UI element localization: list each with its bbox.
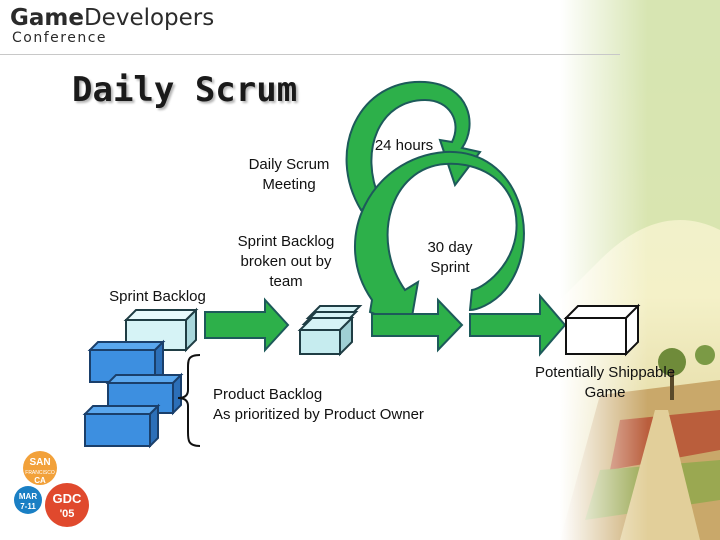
badge-mar: MAR [19, 492, 37, 501]
label-24-hours: 24 hours [374, 137, 434, 154]
gdc05-badge [14, 451, 89, 527]
broken-out-stack [297, 305, 363, 357]
label-line: Potentially Shippable [534, 364, 676, 381]
label-line: Product Backlog [213, 386, 323, 403]
sprint-cycle-arrow [354, 150, 525, 330]
shippable-box [563, 303, 641, 357]
badge-gdc: GDC [53, 491, 83, 506]
product-backlog-brace [177, 354, 201, 447]
page-title: Daily Scrum [72, 70, 298, 110]
flow-arrow-3 [469, 293, 567, 357]
badge-ca: CA [34, 476, 46, 485]
daily-cycle-arrow [345, 80, 482, 212]
product-backlog-blocks [82, 339, 184, 449]
label-line: Daily Scrum [248, 156, 330, 173]
label-sprint-backlog-broken-out: Sprint Backlog broken out by team [226, 232, 346, 292]
badge-san: SAN [29, 457, 50, 468]
flow-arrow-2 [371, 297, 464, 353]
label-line: Sprint [430, 259, 470, 276]
label-line: Sprint Backlog [237, 233, 335, 250]
logo-conference: Conference [12, 30, 108, 46]
label-line: Meeting [262, 176, 316, 193]
logo-game: Game [10, 5, 84, 31]
label-line: 30 day [427, 239, 473, 256]
label-potentially-shippable: Potentially Shippable Game [525, 363, 685, 403]
label-line: broken out by [240, 253, 332, 270]
label-30-day-sprint: 30 day Sprint [410, 238, 490, 278]
label-line: team [269, 273, 303, 290]
badge-year: '05 [60, 508, 75, 520]
label-product-backlog: Product Backlog As prioritized by Produc… [213, 385, 453, 425]
label-daily-scrum-meeting: Daily Scrum Meeting [230, 155, 348, 195]
badge-francisco: FRANCISCO [25, 470, 55, 476]
logo-developers: Developers [83, 5, 215, 31]
gdc-logo: GameDevelopers [10, 5, 214, 31]
header-divider [0, 54, 620, 55]
flow-arrow-1 [204, 297, 290, 353]
label-line: Game [584, 384, 626, 401]
label-sprint-backlog: Sprint Backlog [109, 288, 206, 305]
label-line: As prioritized by Product Owner [213, 406, 424, 423]
badge-dates: 7-11 [20, 502, 36, 511]
